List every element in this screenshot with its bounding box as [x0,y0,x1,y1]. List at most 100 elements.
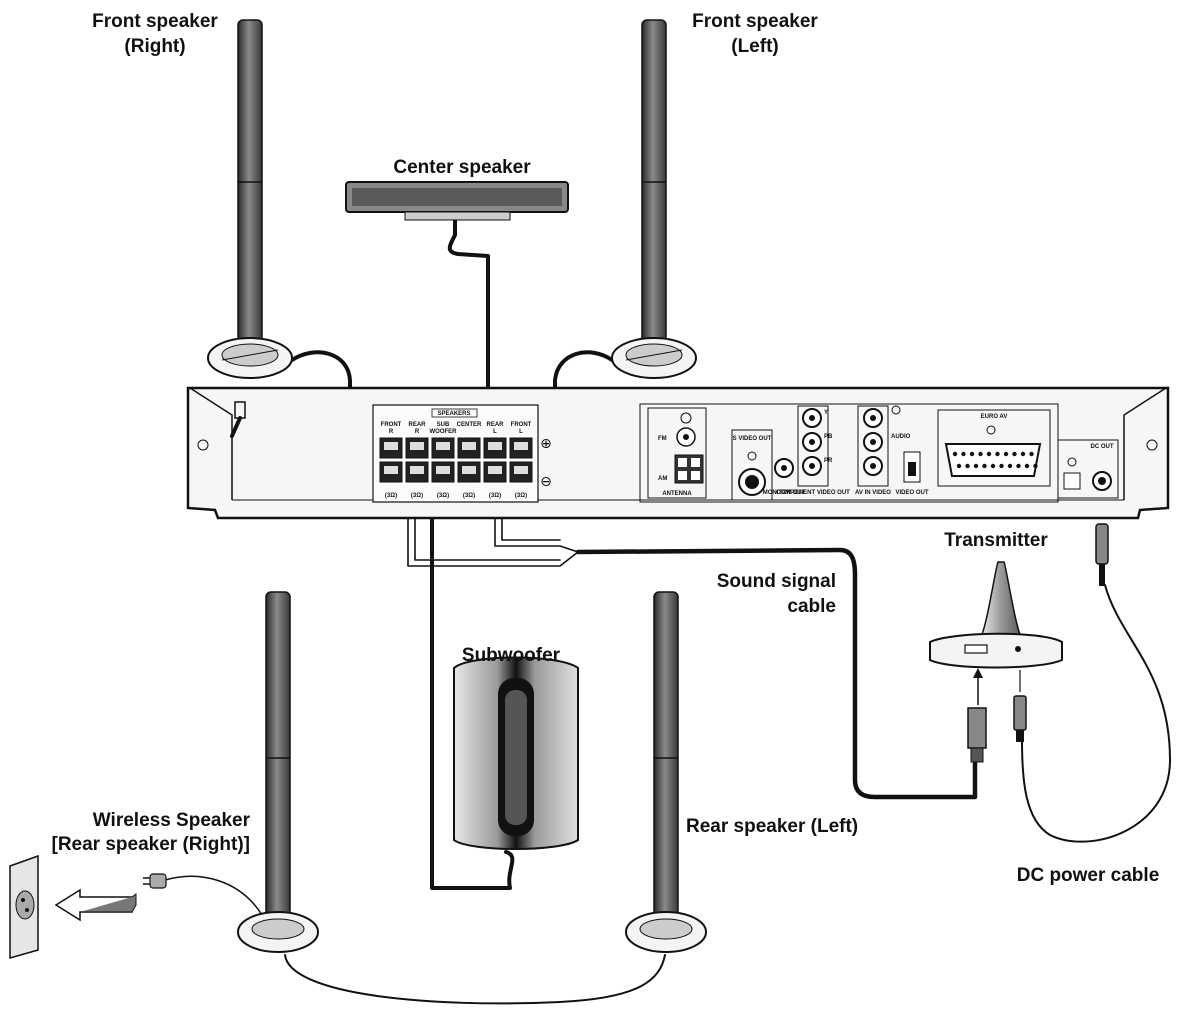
terminal-impedance: (3Ω) [515,493,527,499]
terminal-label-line2: L [519,429,523,435]
terminal-clip-face [514,466,528,474]
front-right-label-line2: (Right) [124,36,185,57]
subwoofer-label: Subwoofer [462,645,561,666]
labels: Front speaker (Right) Front speaker (Lef… [52,11,1160,886]
terminal-label-line1: SUB [437,422,450,428]
s-video-section: S VIDEO OUT [731,429,773,501]
scart-pin [978,451,983,457]
sound-signal-cable [575,547,978,800]
scart-pin [969,451,975,457]
speaker-terminal-block: SPEAKERS FRONTR(3Ω)REARR(3Ω)SUBWOOFER(3Ω… [372,404,552,503]
rear-left-speaker [625,591,707,953]
dc-power-cable-label: DC power cable [1017,865,1160,886]
terminal-label-line1: REAR [486,422,504,428]
wireless-speaker-label-line2: [Rear speaker (Right)] [52,834,251,855]
terminal-impedance: (3Ω) [385,493,397,499]
wireless-speaker-label-line1: Wireless Speaker [93,810,251,831]
front-right-cable [290,350,370,464]
av-in-label: AV IN VIDEO [855,490,891,496]
front-right-label-line1: Front speaker [92,11,218,32]
component-video-section: Y PB PR COMPONENT VIDEO OUT [776,405,850,496]
dc-plug [1095,523,1109,586]
terminal-clip-face [488,442,502,450]
terminal-label-line2: R [389,429,394,435]
transmitter-label: Transmitter [944,530,1048,551]
subwoofer-cable [430,468,515,890]
plus-marker: ⊕ [540,436,552,452]
scart-pin [1020,451,1026,457]
terminal-clip-face [384,442,398,450]
dc-out-label: DC OUT [1091,444,1114,450]
speakers-header: SPEAKERS [437,411,470,417]
terminal-impedance: (3Ω) [437,493,449,499]
scart-pin [1024,463,1030,469]
terminal-label-line1: CENTER [457,422,482,428]
component-video-label: COMPONENT VIDEO OUT [776,490,850,496]
component-y-label: Y [824,410,828,416]
center-speaker [345,181,569,221]
dc-power-cable [1021,584,1171,843]
terminal-clip-face [436,442,450,450]
audio-label: AUDIO [891,434,911,440]
scart-pin [956,463,962,469]
terminal-impedance: (3Ω) [463,493,475,499]
scart-pin [982,463,987,469]
scart-pin [961,451,966,457]
scart-pin [1003,451,1009,457]
scart-pin [986,451,992,457]
scart-pin [965,463,970,469]
terminal-clip-face [488,466,502,474]
monitor-out-label: MONITOR OUT [763,490,806,496]
terminal-clip-face [410,442,424,450]
terminal-label-line1: FRONT [381,422,402,428]
fm-label: FM [658,436,667,442]
center-cable [447,218,490,462]
front-left-label-line1: Front speaker [692,11,818,32]
dc-out-section: DC OUT [1057,439,1119,499]
rear-left-speaker-label: Rear speaker (Left) [686,816,858,837]
plug-in-arrow [54,888,137,922]
component-pb-label: PB [824,434,833,440]
monitor-out-section: MONITOR OUT [763,458,806,496]
scart-pin [1033,463,1038,469]
terminal-clip-face [462,442,476,450]
terminal-label-line2: R [415,429,420,435]
s-video-label: S VIDEO OUT [733,436,772,442]
terminal-label-line2: WOOFER [430,429,458,435]
speaker-terminal: CENTER (3Ω) [457,422,482,499]
scart-pin [1007,463,1013,469]
terminal-clip-face [462,466,476,474]
sound-signal-label-line1: Sound signal [717,571,836,592]
main-unit: SPEAKERS FRONTR(3Ω)REARR(3Ω)SUBWOOFER(3Ω… [186,386,1170,520]
component-pr-label: PR [824,458,833,464]
scart-pin [995,451,1000,457]
sound-signal-label-line2: cable [787,596,836,617]
wireless-rear-right-speaker [237,591,319,953]
scart-pin [999,463,1004,469]
wall-socket [9,854,39,959]
power-plug [143,873,167,889]
euro-av-section: EURO AV [937,409,1051,487]
terminal-clip-face [384,466,398,474]
scart-pin [1029,451,1034,457]
video-out-select-label: VIDEO OUT [895,490,928,496]
scart-pin [1012,451,1017,457]
center-speaker-label: Center speaker [393,157,531,178]
front-left-speaker [611,19,697,379]
euro-av-label: EURO AV [981,414,1008,420]
am-label: AM [658,476,667,482]
scart-pins [952,451,1038,469]
scart-pin [973,463,979,469]
power-cord [164,875,263,916]
terminal-label-line2: L [493,429,497,435]
front-left-label-line2: (Left) [731,36,778,57]
transmitter [929,561,1063,763]
terminal-clip-face [410,466,424,474]
